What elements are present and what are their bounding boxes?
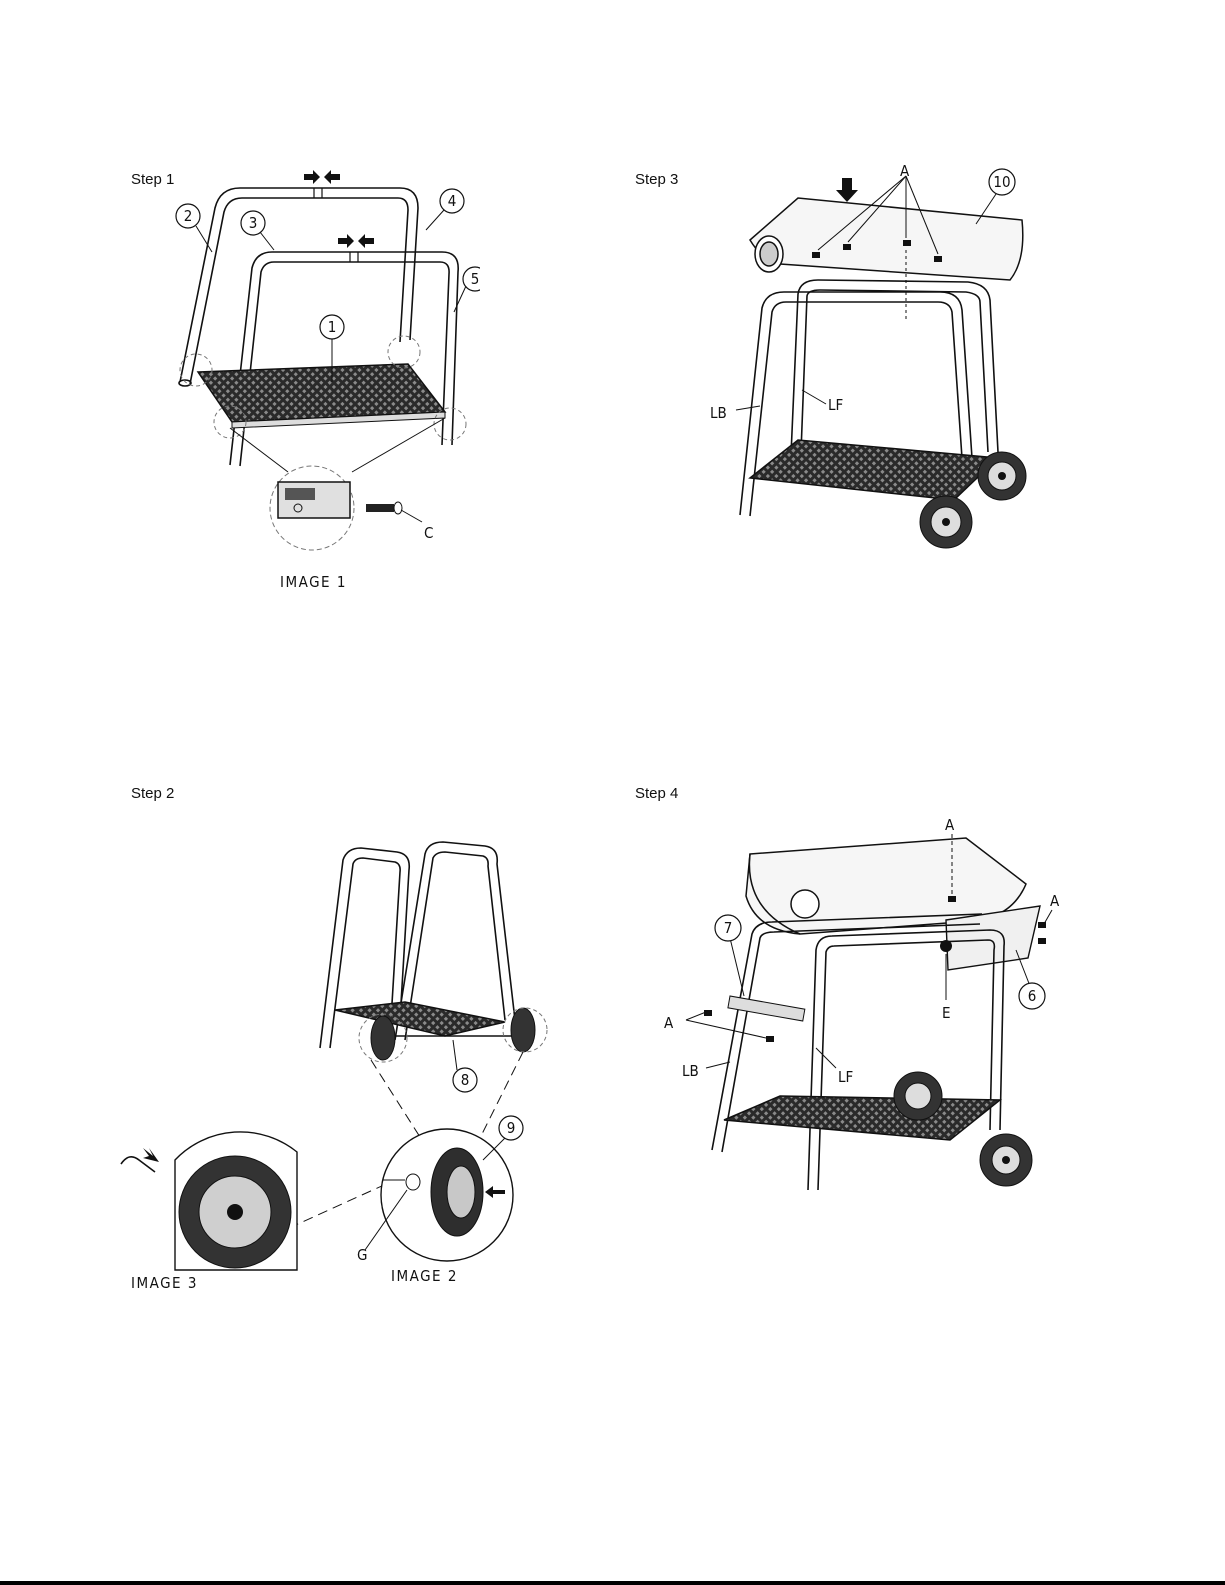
wheel-icon (431, 1148, 483, 1236)
callout-9: 9 (507, 1119, 516, 1137)
arrow-right-icon (304, 170, 320, 184)
letter-a-left: A (664, 1014, 674, 1032)
letter-e: E (942, 1004, 951, 1022)
step2-figure: 8 9 G IMAGE 3 IMAGE 2 (115, 830, 565, 1300)
letter-lf: LF (828, 396, 843, 414)
callout-3: 3 (249, 214, 258, 232)
screw-icon (366, 502, 422, 522)
callout-7: 7 (724, 919, 733, 937)
arrow-down-icon (836, 178, 858, 202)
step4-figure: 7 6 A A A E LB LF (660, 810, 1080, 1210)
image1-caption: IMAGE 1 (280, 573, 347, 591)
frame-tube-3-5 (230, 252, 458, 466)
letter-a-right: A (1050, 892, 1060, 910)
image2-caption: IMAGE 2 (391, 1267, 458, 1285)
cotter-pin-icon (121, 1148, 159, 1172)
shelf-1 (198, 364, 445, 428)
letter-lb: LB (682, 1062, 699, 1080)
image3-caption: IMAGE 3 (131, 1274, 198, 1292)
step4-label: Step 4 (635, 785, 678, 802)
letter-g: G (357, 1246, 367, 1264)
letter-c: C (424, 524, 433, 542)
step3-figure: 10 A LB LF (700, 160, 1060, 560)
callout-4: 4 (448, 192, 457, 210)
callout-1: 1 (328, 318, 337, 336)
arrow-left-icon (324, 170, 340, 184)
callout-6: 6 (1028, 987, 1037, 1005)
step3-label: Step 3 (635, 171, 678, 188)
callout-10: 10 (993, 173, 1010, 191)
step1-figure: 2 3 4 5 1 C IMAGE 1 (160, 160, 480, 600)
callout-2: 2 (184, 207, 193, 225)
callout-5: 5 (471, 270, 480, 288)
detail-bubble (230, 418, 445, 550)
page-bottom-rule (0, 1581, 1225, 1585)
image2-bubble (365, 1129, 513, 1261)
letter-a-top: A (945, 816, 955, 834)
callout-8: 8 (461, 1071, 470, 1089)
letter-lf: LF (838, 1068, 853, 1086)
letter-a: A (900, 162, 910, 180)
step2-label: Step 2 (131, 785, 174, 802)
barrel-10 (750, 198, 1023, 280)
image3-bubble (175, 1132, 297, 1270)
letter-lb: LB (710, 404, 727, 422)
frame-tube-2-4 (179, 188, 418, 386)
